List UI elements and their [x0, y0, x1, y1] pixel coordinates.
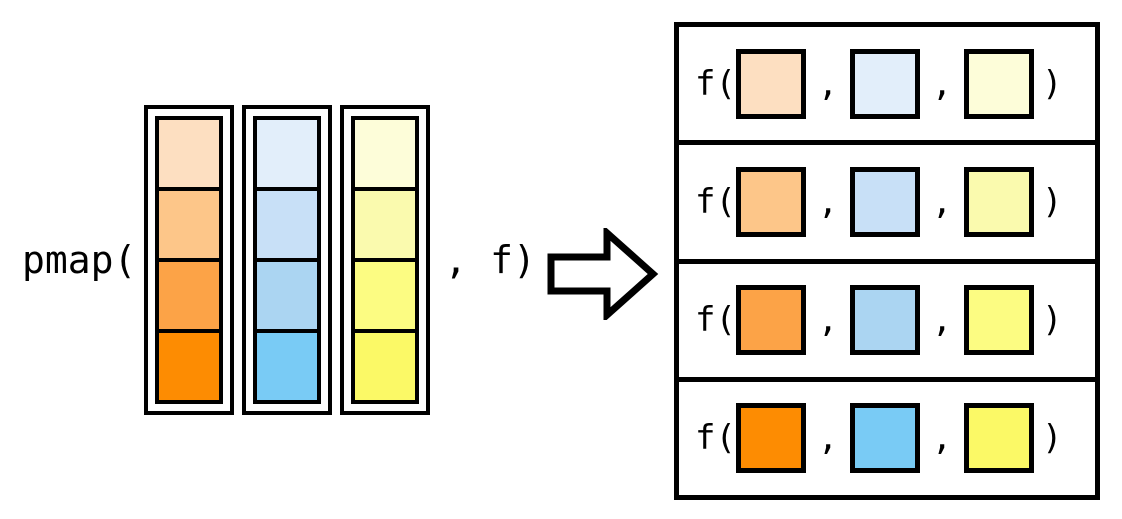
- call-row-1-fn-label: f(: [695, 63, 736, 104]
- blue-cell-3: [257, 262, 318, 333]
- call-row-1: f( , , ): [679, 27, 1095, 146]
- blue-cell-2: [257, 191, 318, 262]
- blue-cell-1: [257, 120, 318, 191]
- pmap-trailing-args-label: , f): [444, 238, 536, 282]
- call-row-2-fn-label: f(: [695, 181, 736, 222]
- arg-blue-1: [849, 48, 920, 119]
- yellow-cell-1: [355, 120, 416, 191]
- yellow-cell-4: [355, 333, 416, 400]
- arg-orange-3: [735, 285, 806, 356]
- arg-orange-4: [735, 403, 806, 474]
- arg-yellow-2: [963, 166, 1034, 237]
- call-row-4-comma-2: ,: [931, 418, 953, 459]
- call-row-4: f( , , ): [679, 382, 1095, 495]
- call-row-4-close-paren: ): [1041, 418, 1063, 459]
- call-row-3-comma-2: ,: [931, 300, 953, 341]
- call-row-3-comma-1: ,: [817, 300, 839, 341]
- column-orange-cells: [155, 116, 224, 404]
- arg-yellow-3: [963, 285, 1034, 356]
- call-row-1-comma-2: ,: [931, 63, 953, 104]
- call-row-2-comma-2: ,: [931, 181, 953, 222]
- orange-cell-2: [159, 191, 220, 262]
- call-row-1-close-paren: ): [1041, 63, 1063, 104]
- input-columns-group: [144, 105, 431, 415]
- orange-cell-1: [159, 120, 220, 191]
- right-arrow-icon: [545, 225, 660, 323]
- orange-cell-4: [159, 333, 220, 400]
- arg-orange-1: [735, 48, 806, 119]
- orange-cell-3: [159, 262, 220, 333]
- call-row-1-comma-1: ,: [817, 63, 839, 104]
- arg-blue-4: [849, 403, 920, 474]
- column-blue-cells: [253, 116, 322, 404]
- yellow-cell-3: [355, 262, 416, 333]
- arg-yellow-1: [963, 48, 1034, 119]
- arg-orange-2: [735, 166, 806, 237]
- call-row-4-fn-label: f(: [695, 418, 736, 459]
- call-rows-container: f( , , ) f( , , ) f( , , ) f(: [674, 22, 1100, 500]
- call-row-3: f( , , ): [679, 264, 1095, 382]
- column-blue: [242, 105, 333, 415]
- yellow-cell-2: [355, 191, 416, 262]
- pmap-expression: pmap(: [0, 100, 540, 420]
- call-row-2-close-paren: ): [1041, 181, 1063, 222]
- call-row-3-fn-label: f(: [695, 300, 736, 341]
- arg-yellow-4: [963, 403, 1034, 474]
- column-yellow: [340, 105, 431, 415]
- pmap-open-label: pmap(: [22, 238, 137, 282]
- call-row-2: f( , , ): [679, 145, 1095, 264]
- call-row-2-comma-1: ,: [817, 181, 839, 222]
- arg-blue-3: [849, 285, 920, 356]
- call-row-4-comma-1: ,: [817, 418, 839, 459]
- arg-blue-2: [849, 166, 920, 237]
- column-yellow-cells: [351, 116, 420, 404]
- blue-cell-4: [257, 333, 318, 400]
- column-orange: [144, 105, 235, 415]
- call-row-3-close-paren: ): [1041, 300, 1063, 341]
